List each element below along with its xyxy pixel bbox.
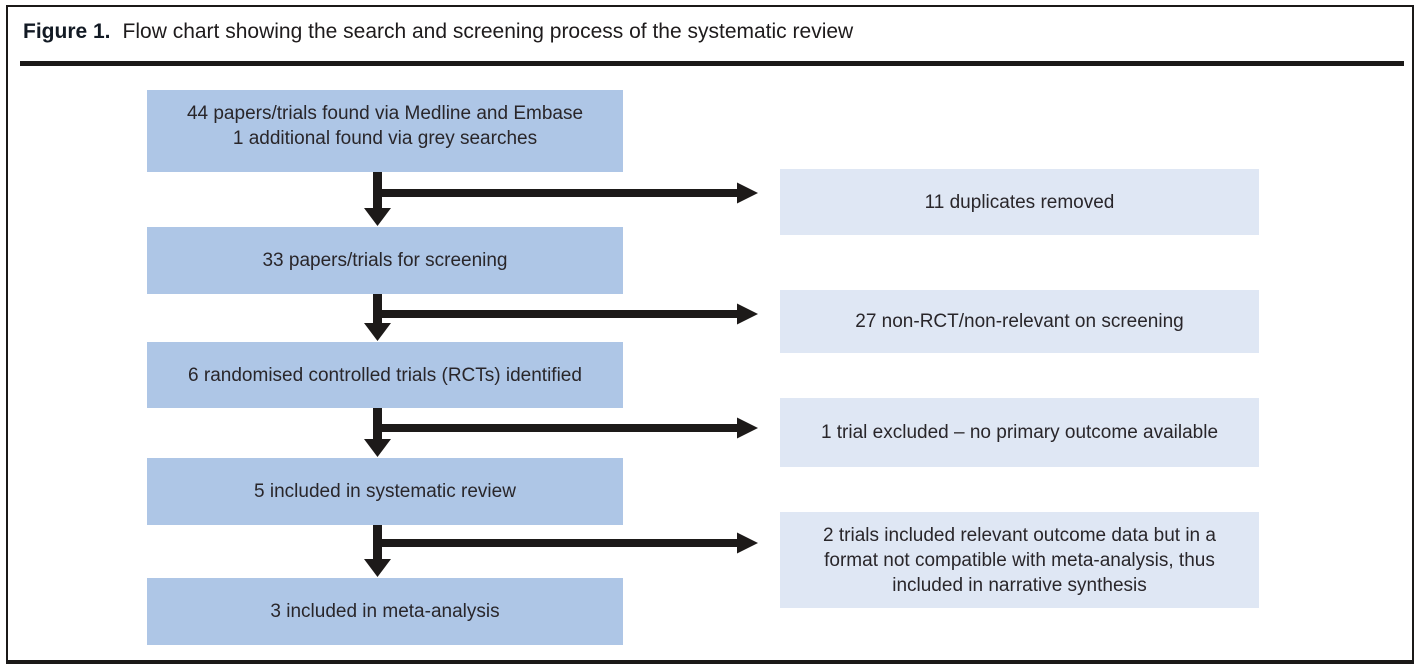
title-divider-rule (20, 61, 1404, 66)
figure-caption: Flow chart showing the search and screen… (122, 20, 854, 43)
flow-box-text-line: 11 duplicates removed (924, 191, 1115, 213)
connector-row-2 (364, 294, 758, 341)
flow-box-nonrct-excluded: 27 non-RCT/non-relevant on screening (780, 290, 1259, 353)
down-arrow-stem (373, 525, 382, 559)
down-arrow-stem (373, 172, 382, 209)
flow-box-rcts-identified: 6 randomised controlled trials (RCTs) id… (147, 342, 623, 408)
connector-row-4 (364, 525, 758, 577)
down-arrowhead-icon (364, 439, 391, 457)
flow-box-text-line: 2 trials included relevant outcome data … (823, 524, 1216, 596)
flow-box-text-line: 1 trial excluded – no primary outcome av… (820, 422, 1219, 443)
flow-box-text-line: 27 non-RCT/non-relevant on screening (855, 311, 1184, 332)
flow-box-systematic-review: 5 included in systematic review (147, 458, 623, 525)
flow-box-meta-analysis: 3 included in meta-analysis (147, 578, 623, 645)
flow-box-text-line: 3 included in meta-analysis (270, 601, 500, 622)
down-arrow-stem (373, 408, 382, 439)
connector-row-1 (364, 172, 758, 226)
flow-box-records-found: 44 papers/trials found via Medline and E… (147, 90, 623, 172)
flow-box-text-line: 5 included in systematic review (254, 481, 516, 502)
branch-arrow-line (373, 189, 737, 197)
flow-box-text-line: 44 papers/trials found via Medline and E… (186, 103, 584, 124)
right-arrowhead-icon (737, 303, 758, 325)
down-arrowhead-icon (364, 559, 391, 577)
flow-box-duplicates-removed: 11 duplicates removed (780, 169, 1259, 235)
down-arrow-stem (373, 294, 382, 323)
branch-arrow-line (373, 539, 737, 547)
flow-box-narrative-synthesis: 2 trials included relevant outcome data … (780, 512, 1259, 608)
right-arrowhead-icon (737, 182, 758, 204)
flow-box-text-line: 33 papers/trials for screening (262, 250, 508, 271)
flow-box-screening: 33 papers/trials for screening (147, 227, 623, 294)
down-arrowhead-icon (364, 323, 391, 341)
right-arrowhead-icon (737, 532, 758, 554)
flow-box-text-line: 6 randomised controlled trials (RCTs) id… (188, 364, 582, 386)
branch-arrow-line (373, 424, 737, 432)
flow-box-text-line: 1 additional found via grey searches (232, 128, 538, 149)
right-arrowhead-icon (737, 417, 758, 439)
down-arrowhead-icon (364, 208, 391, 226)
flow-box-trial-excluded: 1 trial excluded – no primary outcome av… (780, 398, 1259, 467)
branch-arrow-line (373, 310, 737, 318)
connector-row-3 (364, 408, 758, 457)
figure-title: Figure 1. Flow chart showing the search a… (23, 20, 853, 44)
figure-number-label: Figure 1. (23, 20, 111, 43)
